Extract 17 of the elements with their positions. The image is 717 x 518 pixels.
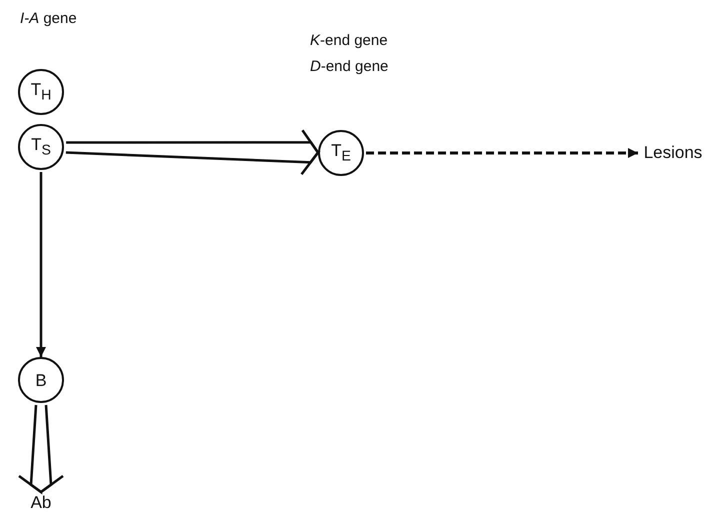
open-arrow bbox=[64, 128, 320, 176]
gene-label: I-A gene bbox=[20, 10, 77, 27]
arrow bbox=[36, 172, 46, 357]
cell-circle bbox=[18, 124, 64, 170]
cell-label: T$_{E}$ bbox=[331, 142, 351, 164]
open-arrow bbox=[18, 404, 64, 494]
node-label: Lesions bbox=[638, 142, 708, 164]
cell-label: B bbox=[35, 372, 47, 388]
dashed-arrow bbox=[366, 148, 638, 158]
cell-label: T$_{H}$ bbox=[30, 81, 52, 103]
cell-circle bbox=[18, 357, 64, 403]
gene-label: K-end gene bbox=[310, 32, 388, 49]
cell-label: T$_{S}$ bbox=[31, 136, 51, 158]
gene-label: D-end gene bbox=[310, 58, 388, 75]
cell-circle bbox=[18, 69, 64, 115]
cell-circle bbox=[318, 130, 364, 176]
node-label: Ab bbox=[26, 492, 56, 514]
